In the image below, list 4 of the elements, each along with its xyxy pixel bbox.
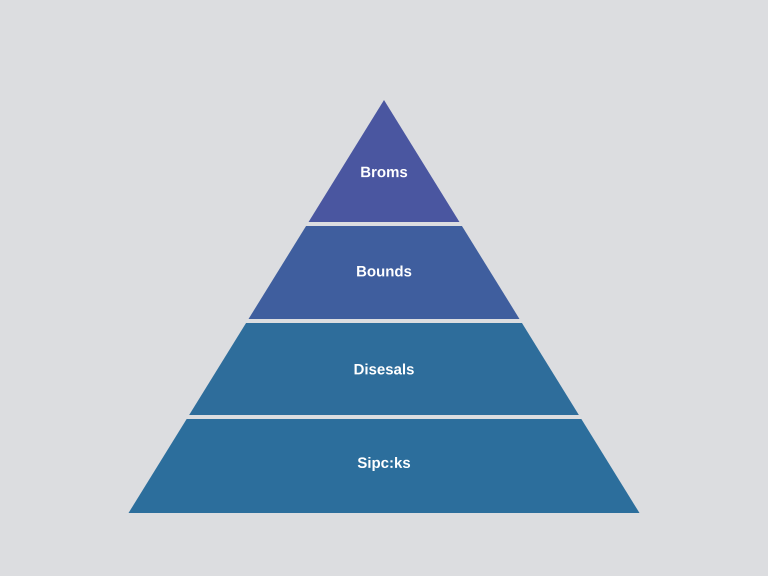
pyramid-level: Broms (308, 100, 460, 222)
pyramid-level: Sipc:ks (128, 419, 640, 513)
pyramid-level: Bounds (248, 226, 520, 319)
pyramid-level: Disesals (189, 323, 579, 415)
